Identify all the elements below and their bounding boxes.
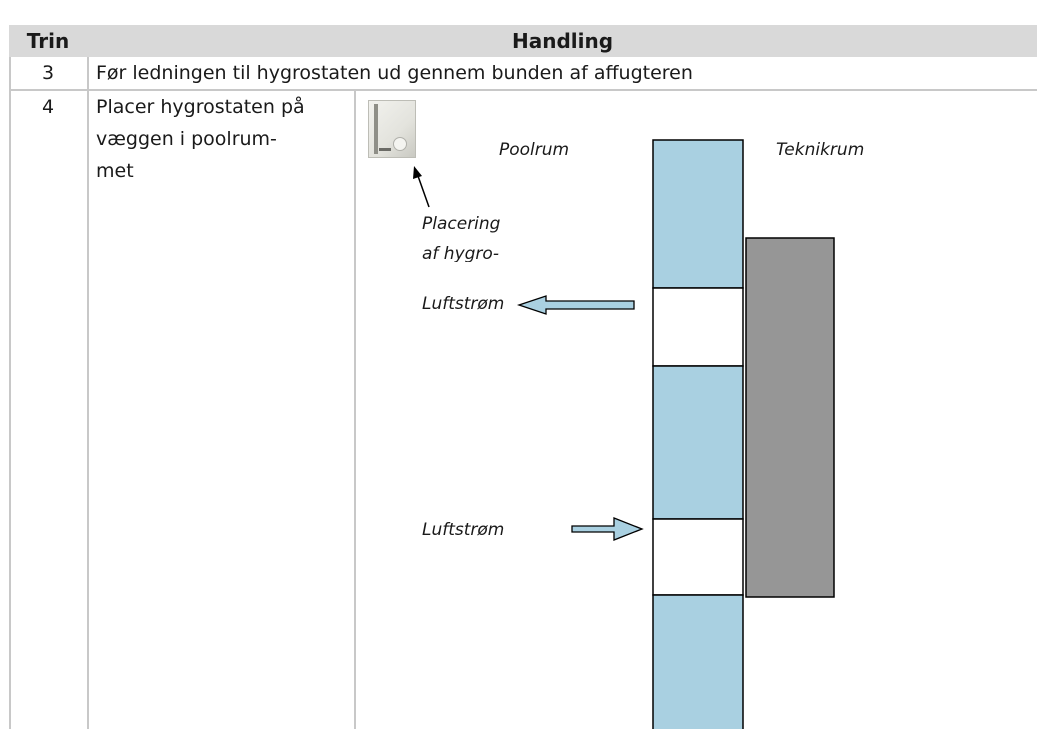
- header-handling: Handling: [511, 29, 614, 53]
- wall-segment-3: [652, 594, 744, 729]
- step-3-action: Før ledningen til hygrostaten ud gennem …: [96, 62, 693, 84]
- wall-opening-upper: [652, 287, 744, 367]
- step-4-action-line-2: væggen i poolrum-: [96, 128, 277, 150]
- left-border: [9, 57, 11, 729]
- hygrostat-image: [368, 100, 416, 158]
- step-4-action-line-1: Placer hygrostaten på: [96, 96, 305, 118]
- wall-segment-1: [652, 139, 744, 289]
- wall-segment-2: [652, 365, 744, 520]
- step-4-action-line-3: met: [96, 160, 134, 182]
- airflow-arrow-in: [571, 517, 644, 541]
- dehumidifier-unit: [745, 237, 835, 598]
- label-placement-2: af hygro-: [422, 244, 499, 262]
- step-number-4: 4: [41, 96, 55, 118]
- placement-diagram: Poolrum Teknikrum Placering af hygro- Lu…: [356, 97, 1037, 729]
- label-teknikrum: Teknikrum: [776, 140, 865, 160]
- label-poolrum: Poolrum: [499, 140, 570, 160]
- diagram-svg: [413, 139, 835, 729]
- airflow-arrow-out: [516, 295, 635, 315]
- header-trin: Trin: [26, 29, 70, 53]
- row-divider: [9, 89, 1037, 91]
- table-header: Trin Handling: [9, 25, 1037, 57]
- instruction-table: Trin Handling 3 Før ledningen til hygros…: [9, 25, 1037, 729]
- column-divider: [87, 57, 89, 729]
- pointer-arrowhead: [413, 166, 422, 179]
- label-airflow-out: Luftstrøm: [422, 294, 505, 314]
- step-number-3: 3: [41, 62, 55, 84]
- label-airflow-in: Luftstrøm: [422, 520, 505, 540]
- label-placement-1: Placering: [422, 214, 501, 234]
- action-divider: [354, 91, 356, 729]
- pointer-arrow-line: [417, 175, 430, 208]
- wall-opening-lower: [652, 518, 744, 596]
